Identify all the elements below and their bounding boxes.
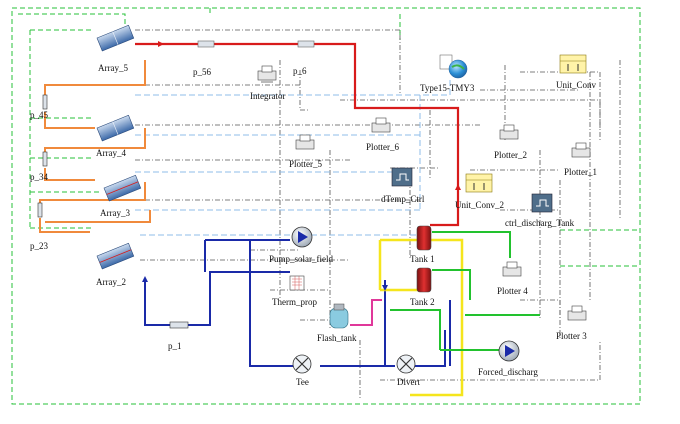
tank-2-label: Tank 2 xyxy=(410,297,435,307)
array-4-label: Array_4 xyxy=(96,148,126,158)
therm-prop-label: Therm_prop xyxy=(272,297,317,307)
weather-label: Type15-TMY3 xyxy=(420,83,475,93)
hot-loop xyxy=(135,42,460,227)
recirc-lines xyxy=(350,299,382,326)
printer-icon[interactable] xyxy=(295,134,315,150)
pipe-icon[interactable] xyxy=(37,40,315,329)
thermal-properties-icon[interactable] xyxy=(289,275,305,291)
divert-label: Divert xyxy=(397,377,420,387)
solar-collector-icon[interactable] xyxy=(103,174,142,202)
flash-tank-label: Flash_tank xyxy=(317,333,357,343)
valve-icon[interactable] xyxy=(292,354,312,374)
pump-icon[interactable] xyxy=(291,226,313,248)
unit-conv-label: Unit_Conv xyxy=(556,80,597,90)
p-45-label: p_45 xyxy=(30,110,48,120)
plotter-1-label: Plotter_1 xyxy=(564,167,597,177)
signal-wires xyxy=(135,29,621,400)
forced-discharg-label: Forced_discharg xyxy=(478,367,538,377)
solar-collector-icon[interactable] xyxy=(96,114,135,142)
dtemp-ctrl-label: dTemp_Ctrl xyxy=(381,194,425,204)
unit-converter-icon[interactable] xyxy=(559,54,587,74)
p-1-label: p_1 xyxy=(168,341,182,351)
tee-label: Tee xyxy=(296,377,309,387)
controller-icon[interactable] xyxy=(531,193,553,213)
ctrl-discharg-tank-label: ctrl_discharg_Tank xyxy=(505,218,575,228)
tank-charge-lines xyxy=(378,238,464,397)
pump-icon[interactable] xyxy=(498,340,520,362)
unit-conv-2-label: Unit_Conv_2 xyxy=(455,200,505,210)
array-3-label: Array_3 xyxy=(100,208,130,218)
solar-collector-icon[interactable] xyxy=(96,242,135,270)
plotter-3-label: Plotter 3 xyxy=(556,331,587,341)
collector-loops xyxy=(39,60,151,233)
p-34-label: p_34 xyxy=(30,172,48,182)
printer-icon[interactable] xyxy=(257,65,277,83)
plotter-2-label: Plotter_2 xyxy=(494,150,527,160)
discharge-lines xyxy=(390,231,540,351)
plotter-5-label: Plotter_5 xyxy=(289,159,322,169)
integrator-label: Integrator xyxy=(250,91,286,101)
p-23-label: p_23 xyxy=(30,241,48,251)
printer-icon[interactable] xyxy=(499,124,519,140)
p-6-label: p_6 xyxy=(293,66,307,76)
controller-icon[interactable] xyxy=(391,167,413,187)
pump-solar-field-label: Pump_solar_field xyxy=(269,254,333,264)
printer-icon[interactable] xyxy=(371,117,391,133)
array-5-label: Array_5 xyxy=(98,63,128,73)
flash-tank-icon[interactable] xyxy=(329,303,349,329)
tank-1-label: Tank 1 xyxy=(410,254,435,264)
flow-arrows-red xyxy=(158,41,461,190)
array-2-label: Array_2 xyxy=(96,277,126,287)
printer-icon[interactable] xyxy=(567,305,587,321)
return-loop xyxy=(144,239,451,367)
globe-icon[interactable] xyxy=(439,54,468,79)
printer-icon[interactable] xyxy=(571,142,591,158)
storage-tank-icon[interactable] xyxy=(416,225,432,293)
solar-collector-icon[interactable] xyxy=(96,24,135,52)
plotter-6-label: Plotter_6 xyxy=(366,142,399,152)
plotter-4-label: Plotter 4 xyxy=(497,286,528,296)
printer-icon[interactable] xyxy=(502,261,522,277)
weather-links xyxy=(135,80,451,236)
flow-arrows xyxy=(142,276,388,291)
valve-icon[interactable] xyxy=(396,354,416,374)
unit-converter-icon[interactable] xyxy=(465,173,493,193)
p-56-label: p_56 xyxy=(193,67,211,77)
